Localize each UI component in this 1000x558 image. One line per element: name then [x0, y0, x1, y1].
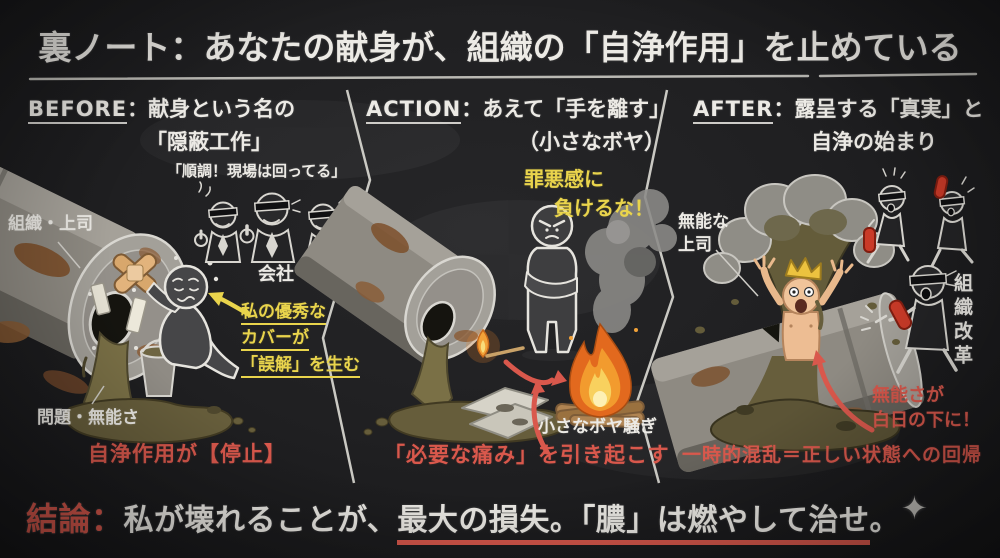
red-arrows-action: [503, 359, 567, 455]
yellow-arrow: [208, 292, 251, 317]
before-illustration: [0, 93, 350, 444]
before-heading: BEFORE：献身という名の 「隠蔽工作」: [28, 97, 296, 154]
match-icon: [466, 328, 525, 363]
after-label: AFTER: [693, 97, 774, 124]
after-illustration: [651, 167, 975, 472]
problem-pointer-line: [91, 385, 105, 405]
conclusion-label: 結論：: [26, 500, 124, 538]
before-label: BEFORE: [28, 97, 128, 124]
runner-right: [930, 175, 975, 268]
bonfire: [555, 189, 677, 429]
red-arrow-after: [812, 350, 875, 433]
org-boss-label: 組織・上司: [8, 214, 93, 234]
title-underline: [28, 72, 978, 81]
company-label: 会社: [258, 264, 294, 285]
businessman-left: [194, 201, 242, 263]
runner-left: [863, 167, 910, 264]
businessman-center: [239, 192, 301, 263]
action-pipe: [294, 185, 496, 369]
before-status: 自浄作用が【停止】: [88, 442, 286, 466]
mud-splash: [710, 356, 901, 452]
action-status: 「必要な痛み」を引き起こす: [384, 443, 670, 467]
conclusion-line: 結論：私が壊れることが、最大の損失。「膿」は燃やして治せ。: [26, 494, 900, 545]
crown-icon: [784, 257, 822, 281]
org-pointer-line: [57, 241, 81, 269]
action-illustration: [294, 185, 677, 455]
bandage-icon: [112, 252, 158, 294]
after-heading: AFTER：露呈する「真実」と 自浄の始まり: [693, 97, 984, 154]
action-heading: ACTION：あえて「手を離す」 （小さなボヤ）: [366, 97, 671, 154]
sparkle-icon: ✦: [901, 489, 928, 527]
action-label: ACTION: [366, 97, 462, 124]
page-title: 裏ノート：あなたの献身が、組織の「自浄作用」を止めている: [38, 28, 962, 67]
smoke-plume: [585, 189, 677, 333]
problem-label: 問題・無能さ: [37, 408, 139, 428]
org-reform-label: 組織改革: [951, 273, 973, 369]
after-status: 一時的混乱＝正しい状態への回帰: [682, 444, 983, 466]
runner-center: [860, 265, 958, 374]
action-sludge: [363, 335, 568, 444]
before-yellow-note: 私の優秀な カバーが 「誤解」を生む: [241, 299, 360, 378]
after-red-note: 無能さが 白日の下に！: [872, 385, 980, 432]
before-quote: 「順調！現場は回ってる」: [167, 162, 347, 180]
standing-figure: [522, 204, 582, 361]
tape-strips: [90, 282, 148, 334]
action-yellow-note: 罪悪感に 負けるな！: [524, 167, 654, 220]
incompetent-boss-label: 無能な 上司: [678, 212, 729, 255]
action-caption: 小さなボヤ騒ぎ: [538, 417, 657, 437]
extinguisher-runners: [860, 167, 975, 374]
boss-pointer-line: [715, 249, 759, 297]
panel-divider-right: [635, 89, 675, 484]
